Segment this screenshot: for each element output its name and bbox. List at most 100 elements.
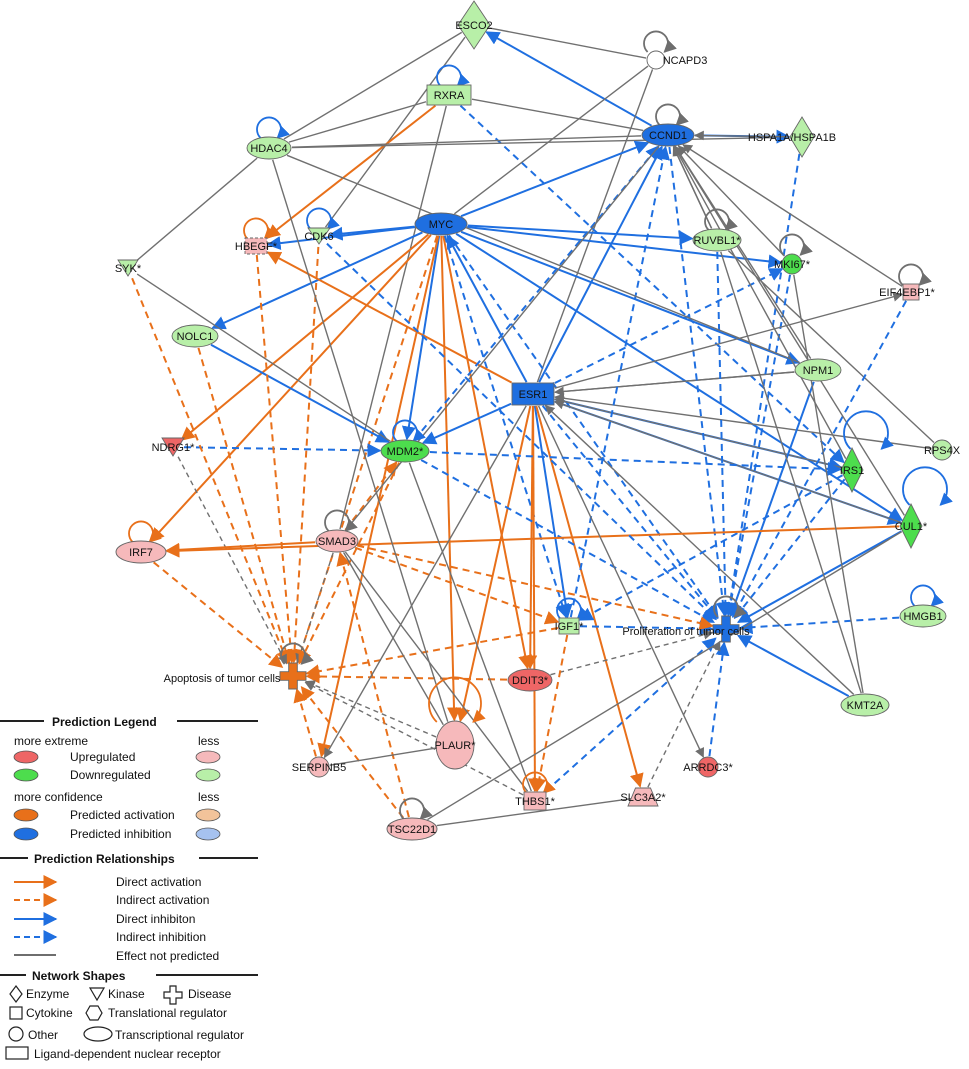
self-loop-igf1 bbox=[556, 597, 590, 620]
node-apop[interactable]: Apoptosis of tumor cells bbox=[164, 662, 307, 690]
edge-eif4ebp1-prolif bbox=[731, 300, 908, 618]
node-label-ddit3: DDIT3* bbox=[512, 675, 549, 687]
node-tsc22d1[interactable]: TSC22D1 bbox=[386, 817, 438, 841]
node-shape-mki67 bbox=[781, 253, 803, 275]
node-cdk6[interactable]: CDK6 bbox=[304, 227, 334, 245]
network-shapes-title: Network Shapes bbox=[32, 969, 126, 983]
self-loop-smad3 bbox=[324, 509, 358, 532]
edge-tsc22d1-apop bbox=[300, 685, 405, 819]
node-slc3a2[interactable]: SLC3A2* bbox=[620, 787, 666, 807]
node-mki67[interactable]: MKI67* bbox=[774, 253, 811, 275]
edge-ncapd3-esr1 bbox=[536, 69, 654, 383]
node-shape-mdm2 bbox=[380, 439, 430, 463]
edge-esr1-slc3a2 bbox=[535, 405, 644, 788]
node-label-ndrg1: NDRG1* bbox=[152, 442, 196, 454]
node-npm1[interactable]: NPM1 bbox=[794, 358, 842, 382]
edge-esr1-myc bbox=[446, 234, 528, 383]
node-prolif[interactable]: Proliferation of tumor cells bbox=[622, 615, 750, 643]
node-label-cul1: CUL1* bbox=[895, 521, 928, 533]
node-igf1[interactable]: IGF1* bbox=[555, 617, 584, 635]
self-loop-mdm2 bbox=[392, 419, 426, 442]
node-ccnd1[interactable]: CCND1 bbox=[641, 123, 695, 147]
node-shape-nolc1 bbox=[171, 324, 219, 348]
node-serpinb5[interactable]: SERPINB5 bbox=[292, 756, 346, 778]
node-label-nolc1: NOLC1 bbox=[177, 331, 214, 343]
self-loop-ccnd1 bbox=[655, 103, 689, 126]
node-nolc1[interactable]: NOLC1 bbox=[171, 324, 219, 348]
translational-regulator-label: Translational regulator bbox=[108, 1006, 227, 1020]
edge-arrdc3-prolif bbox=[708, 641, 730, 757]
node-shape-hmgb1 bbox=[899, 604, 947, 628]
edge-hspa-prolif bbox=[723, 153, 801, 617]
node-label-plaur: PLAUR* bbox=[435, 740, 477, 752]
node-eif4ebp1[interactable]: EIF4EBP1* bbox=[879, 283, 936, 301]
node-shape-cul1 bbox=[899, 502, 923, 550]
node-hdac4[interactable]: HDAC4 bbox=[246, 136, 292, 160]
node-label-ruvbl1: RUVBL1* bbox=[693, 235, 741, 247]
edge-thbs1-apop bbox=[304, 681, 524, 796]
indirect-activation-label: Indirect activation bbox=[116, 893, 209, 907]
node-mdm2[interactable]: MDM2* bbox=[380, 439, 430, 463]
node-plaur[interactable]: PLAUR* bbox=[435, 720, 477, 770]
edge-rxra-hbegf bbox=[265, 104, 437, 239]
edge-irs1-prolif bbox=[733, 478, 846, 620]
node-label-mki67: MKI67* bbox=[774, 259, 811, 271]
node-cul1[interactable]: CUL1* bbox=[895, 502, 928, 550]
node-thbs1[interactable]: THBS1* bbox=[515, 791, 556, 811]
effect-not-predicted-label: Effect not predicted bbox=[116, 949, 219, 963]
node-irs1[interactable]: IRS1 bbox=[840, 446, 864, 494]
node-label-syk: SYK* bbox=[115, 263, 142, 275]
edge-ddit3-apop bbox=[305, 669, 508, 684]
node-kmt2a[interactable]: KMT2A bbox=[840, 693, 890, 717]
node-label-hdac4: HDAC4 bbox=[250, 143, 287, 155]
node-hbegf[interactable]: HBEGF* bbox=[235, 237, 278, 255]
edge-rps4x-esr1 bbox=[554, 393, 932, 450]
edge-myc-cdk6 bbox=[328, 225, 415, 241]
node-irf7[interactable]: IRF7 bbox=[115, 540, 167, 564]
edge-kmt2a-prolif bbox=[737, 634, 850, 697]
less-label: less bbox=[198, 734, 219, 748]
predicted-inhibition-swatch bbox=[13, 827, 39, 841]
indirect-inhibition-label: Indirect inhibition bbox=[116, 930, 206, 944]
cytokine-shape-icon bbox=[9, 1006, 23, 1020]
node-shape-rxra bbox=[426, 84, 472, 106]
downregulated-label: Downregulated bbox=[70, 768, 151, 782]
node-arrdc3[interactable]: ARRDC3* bbox=[683, 756, 733, 778]
disease-label: Disease bbox=[188, 987, 232, 1001]
node-shape-irs1 bbox=[840, 446, 864, 494]
node-shape-slc3a2 bbox=[627, 787, 659, 807]
edge-npm1-esr1 bbox=[554, 371, 795, 397]
self-loop-mki67 bbox=[779, 233, 813, 256]
node-shape-apop bbox=[279, 662, 307, 690]
node-shape-igf1 bbox=[558, 617, 580, 635]
node-shape-syk bbox=[117, 259, 139, 277]
node-rps4x[interactable]: RPS4X bbox=[924, 439, 961, 461]
edge-mki67-ccnd1 bbox=[677, 145, 785, 257]
node-rxra[interactable]: RXRA bbox=[426, 84, 472, 106]
edge-rxra-irs1 bbox=[459, 104, 845, 464]
edge-syk-mdm2 bbox=[136, 273, 391, 442]
self-loop-irs1 bbox=[843, 410, 894, 450]
edge-esr1-prolif bbox=[541, 405, 719, 620]
node-esco2[interactable]: ESCO2 bbox=[455, 0, 493, 50]
edge-mdm2-ccnd1 bbox=[413, 145, 660, 441]
node-ndrg1[interactable]: NDRG1* bbox=[152, 437, 196, 457]
edges-layer bbox=[128, 27, 953, 827]
node-shape-esco2 bbox=[457, 0, 491, 50]
node-syk[interactable]: SYK* bbox=[115, 259, 142, 277]
edge-hdac4-plaur bbox=[272, 159, 449, 722]
self-loop-cul1 bbox=[902, 466, 953, 506]
node-ncapd3[interactable]: NCAPD3 bbox=[646, 50, 707, 70]
node-ddit3[interactable]: DDIT3* bbox=[507, 668, 553, 692]
self-loop-thbs1 bbox=[522, 771, 556, 794]
self-loop-plaur bbox=[428, 676, 486, 723]
edge-irs1-ccnd1 bbox=[673, 145, 847, 459]
node-myc[interactable]: MYC bbox=[414, 212, 468, 236]
node-ruvbl1[interactable]: RUVBL1* bbox=[692, 228, 742, 252]
node-smad3[interactable]: SMAD3 bbox=[315, 529, 359, 553]
node-esr1[interactable]: ESR1 bbox=[511, 382, 555, 406]
edge-myc-ruvbl1 bbox=[467, 224, 694, 245]
node-hspa[interactable]: HSPA1A/HSPA1B bbox=[748, 116, 836, 158]
node-label-thbs1: THBS1* bbox=[515, 796, 555, 808]
node-hmgb1[interactable]: HMGB1 bbox=[899, 604, 947, 628]
